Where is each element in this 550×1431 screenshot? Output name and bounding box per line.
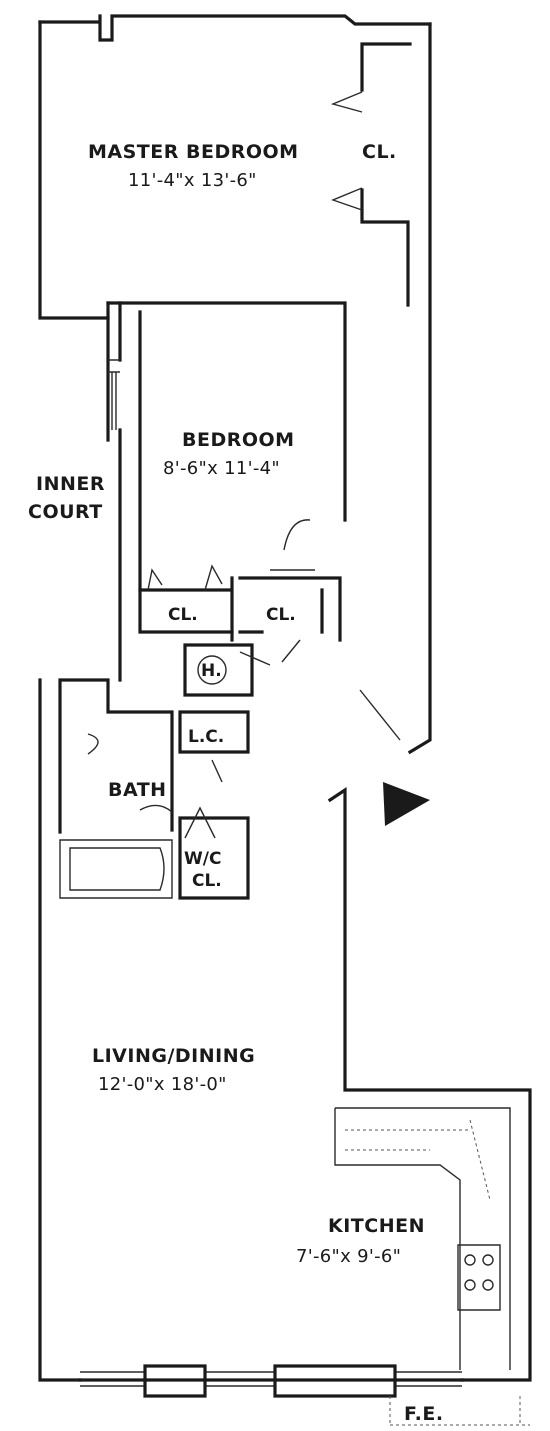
kitchen-label: KITCHEN xyxy=(328,1215,425,1237)
master-closet-label: CL. xyxy=(362,141,397,163)
bedroom-door-swing xyxy=(283,519,311,551)
inner-court-window xyxy=(108,359,120,430)
master-bedroom-dims: 11'-4"x 13'-6" xyxy=(128,170,257,191)
lc-door xyxy=(211,759,223,783)
bedroom-left-wall xyxy=(118,301,234,634)
heater-box xyxy=(183,643,254,697)
closet-right-label: CL. xyxy=(266,605,296,625)
kitchen-dims: 7'-6"x 9'-6" xyxy=(296,1246,401,1267)
wic-label-2: CL. xyxy=(192,871,222,891)
right-outer-wall xyxy=(407,22,432,755)
closet-left-door-1 xyxy=(147,568,163,591)
wic-label-1: W/C xyxy=(184,849,221,869)
window-3 xyxy=(395,1371,462,1387)
stove xyxy=(457,1244,501,1311)
living-right-wall xyxy=(327,787,532,1382)
linen-closet-label: L.C. xyxy=(188,727,224,747)
burner-3 xyxy=(464,1279,476,1291)
window-2 xyxy=(205,1371,275,1387)
north-arrow-icon xyxy=(383,782,430,826)
heater-circle xyxy=(197,655,227,685)
kitchen-cabinets xyxy=(345,1119,491,1201)
walls xyxy=(38,14,532,1426)
bath-door-swing xyxy=(139,804,173,813)
inner-court-label-1: INNER xyxy=(36,473,105,495)
master-closet-door-1 xyxy=(330,91,363,113)
window-piers xyxy=(143,1364,397,1398)
lc-walls xyxy=(178,710,250,754)
closet-left-label: CL. xyxy=(168,605,198,625)
tub xyxy=(59,839,173,899)
burner-1 xyxy=(464,1254,476,1266)
kitchen-counter xyxy=(334,1107,511,1370)
inner-court-label-2: COURT xyxy=(28,501,103,523)
master-bedroom-top-wall xyxy=(38,20,110,320)
bedroom-top-wall xyxy=(106,301,347,522)
closet-right-walls xyxy=(238,576,342,642)
living-left-wall xyxy=(38,678,82,1382)
burner-4 xyxy=(482,1279,494,1291)
fire-escape-label: F.E. xyxy=(404,1403,444,1425)
bath-walls xyxy=(58,678,174,834)
heater-label: H. xyxy=(201,661,222,681)
hall-door-swing xyxy=(239,639,301,666)
north-arrow xyxy=(383,782,430,826)
living-dining-label: LIVING/DINING xyxy=(92,1045,255,1067)
entry-door xyxy=(359,689,401,741)
master-bedroom-label: MASTER BEDROOM xyxy=(88,141,299,163)
window-1 xyxy=(80,1371,145,1387)
wic-walls xyxy=(178,816,250,900)
master-closet-door-2 xyxy=(331,187,363,211)
closet-left-walls xyxy=(138,576,234,642)
wic-door xyxy=(184,806,216,839)
bedroom-dims: 8'-6"x 11'-4" xyxy=(163,458,280,479)
master-bedroom-top-edge xyxy=(38,14,432,42)
bath-label: BATH xyxy=(108,779,167,801)
fire-escape-outline xyxy=(389,1396,530,1426)
master-closet-wall xyxy=(360,42,412,307)
closet-left-door-2 xyxy=(204,564,223,591)
toilet xyxy=(87,733,99,755)
living-dining-dims: 12'-0"x 18'-0" xyxy=(98,1074,227,1095)
burner-2 xyxy=(482,1254,494,1266)
bedroom-label: BEDROOM xyxy=(182,429,295,451)
